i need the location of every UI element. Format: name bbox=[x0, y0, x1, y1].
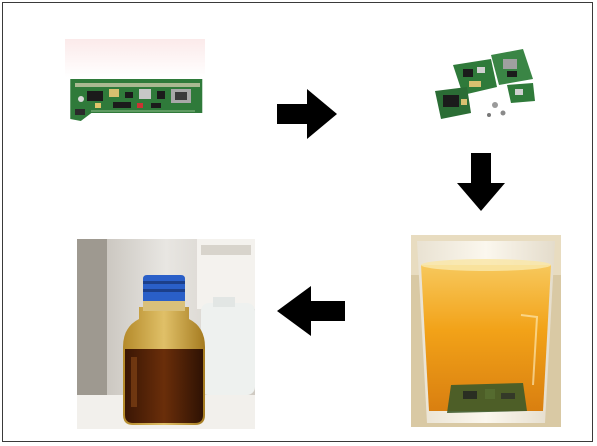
circuit-board-icon bbox=[65, 39, 205, 149]
arrow-down-icon bbox=[457, 153, 505, 211]
leaching-beaker-photo bbox=[411, 235, 561, 427]
arrow-right-icon bbox=[277, 89, 337, 139]
shredded-board-photo bbox=[423, 39, 553, 139]
process-figure bbox=[2, 2, 593, 442]
glass-bottle-photo bbox=[77, 239, 255, 429]
shredded-board-icon bbox=[423, 39, 553, 139]
arrow-left-icon bbox=[277, 286, 345, 336]
glass-bottle-icon bbox=[77, 239, 255, 429]
circuit-board-photo bbox=[65, 39, 205, 149]
beaker-leach-icon bbox=[411, 235, 561, 427]
